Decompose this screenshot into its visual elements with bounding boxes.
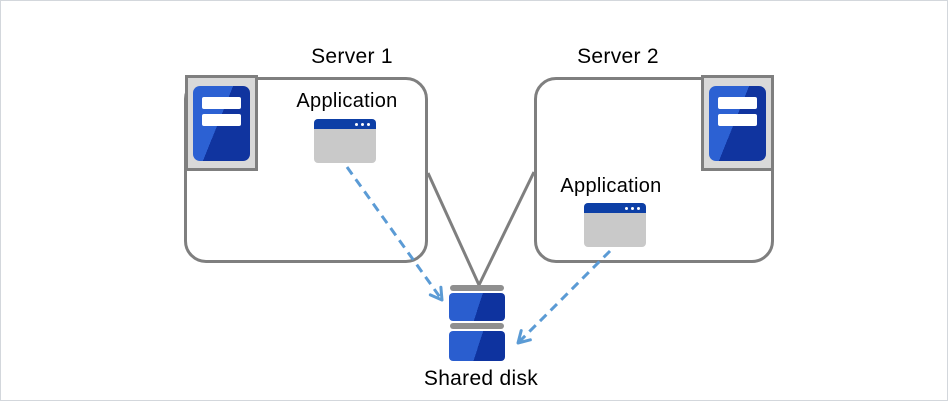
server-to-disk-lines [426, 171, 536, 289]
app2-label: Application [560, 175, 662, 197]
shared-disk-label: Shared disk [423, 367, 539, 390]
tower-drive-slot [718, 114, 757, 126]
window-dot-icon [631, 206, 634, 210]
application-window-icon [314, 119, 376, 163]
server1-title: Server 1 [311, 45, 393, 68]
server-tower-icon [185, 75, 258, 171]
disk-body [449, 331, 505, 361]
tower-chassis [709, 86, 766, 161]
tower-chassis [193, 86, 250, 161]
server-tower-icon [701, 75, 774, 171]
disk-cap [450, 285, 504, 291]
app1-to-disk-arrow [345, 166, 444, 302]
window-titlebar [314, 119, 376, 129]
disk-body [449, 293, 505, 321]
window-dot-icon [361, 122, 364, 126]
window-dot-icon [355, 122, 358, 126]
disk-cap [450, 323, 504, 329]
disk-stack-icon [449, 285, 505, 361]
window-dot-icon [367, 122, 370, 126]
tower-drive-slot [718, 97, 757, 109]
app1-label: Application [296, 90, 398, 112]
server2-title: Server 2 [577, 45, 659, 68]
tower-drive-slot [202, 114, 241, 126]
tower-drive-slot [202, 97, 241, 109]
window-dot-icon [625, 206, 628, 210]
window-dot-icon [637, 206, 640, 210]
app2-to-disk-arrow [516, 249, 612, 345]
window-titlebar [584, 203, 646, 213]
application-window-icon [584, 203, 646, 247]
